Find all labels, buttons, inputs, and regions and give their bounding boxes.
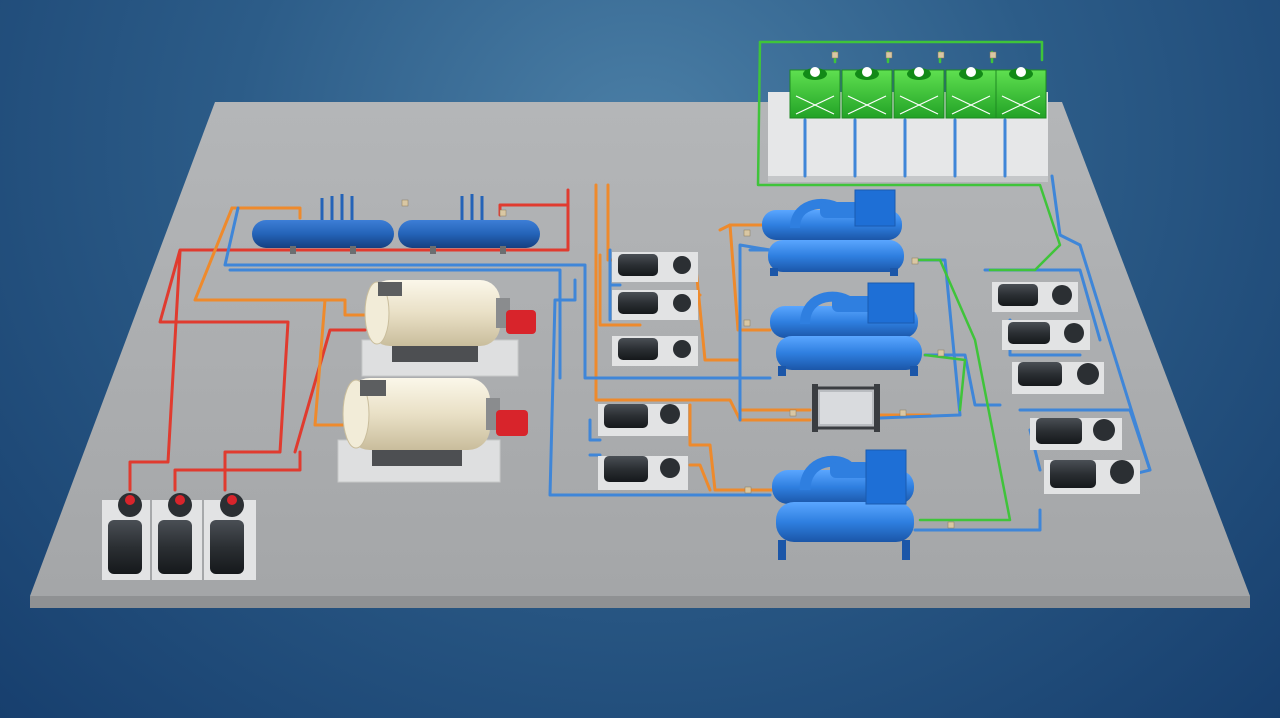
chiller-2 bbox=[770, 282, 922, 376]
distribution-headers bbox=[252, 194, 540, 254]
right-pumps bbox=[992, 282, 1140, 494]
valve-icon bbox=[401, 51, 997, 529]
pump-icon bbox=[598, 456, 688, 490]
chiller-3 bbox=[772, 449, 914, 560]
cooling-tower-3 bbox=[893, 67, 945, 119]
center-pumps bbox=[598, 252, 698, 490]
header-tank-left bbox=[252, 194, 394, 254]
cooling-tower-1 bbox=[789, 67, 841, 119]
pump-icon bbox=[612, 336, 698, 366]
pump-icon bbox=[992, 282, 1078, 312]
pump-icon bbox=[598, 404, 688, 436]
header-tank-right bbox=[398, 194, 540, 254]
cooling-tower-4 bbox=[945, 67, 997, 119]
boiler-2 bbox=[337, 378, 528, 483]
pump-icon bbox=[1002, 320, 1090, 350]
pump-icon bbox=[612, 290, 698, 320]
boiler-feed-pumps bbox=[102, 493, 256, 580]
plate-heat-exchanger bbox=[812, 384, 880, 432]
pump-icon bbox=[612, 252, 698, 282]
fan-icon bbox=[966, 67, 976, 77]
boiler-1 bbox=[361, 280, 536, 377]
pump-icon bbox=[1044, 460, 1140, 494]
fan-icon bbox=[810, 67, 820, 77]
pump-icon bbox=[1030, 418, 1122, 450]
pump-icon bbox=[204, 493, 256, 580]
cooling-tower-array bbox=[789, 67, 1047, 119]
cooling-tower-2 bbox=[841, 67, 893, 119]
pump-icon bbox=[1012, 362, 1104, 394]
chiller-1 bbox=[762, 189, 904, 276]
burner-icon bbox=[496, 410, 528, 436]
pump-icon bbox=[102, 493, 150, 580]
fan-icon bbox=[1016, 67, 1026, 77]
pump-icon bbox=[152, 493, 202, 580]
condenser-water-pipes bbox=[756, 40, 1062, 522]
fan-icon bbox=[914, 67, 924, 77]
cooling-tower-5 bbox=[995, 67, 1047, 119]
fan-icon bbox=[862, 67, 872, 77]
burner-icon bbox=[506, 310, 536, 334]
